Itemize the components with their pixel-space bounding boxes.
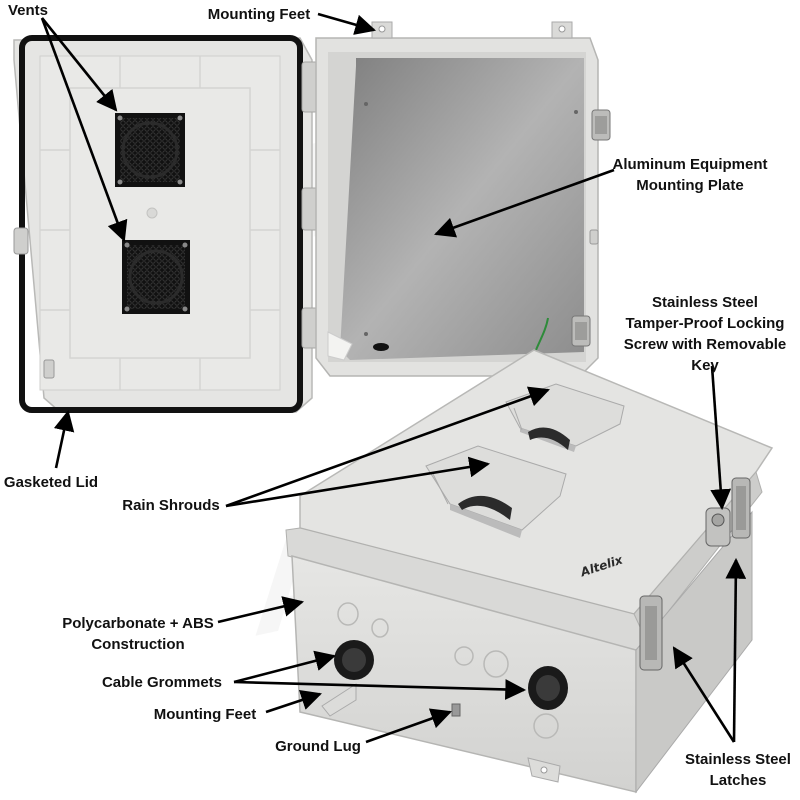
cable-grommet-left xyxy=(334,640,374,680)
open-lid xyxy=(13,35,313,413)
label-locking-screw: Stainless Steel Tamper-Proof Locking Scr… xyxy=(623,294,787,374)
label-aluminum-plate: Aluminum Equipment Mounting Plate xyxy=(612,156,768,194)
label-polycarbonate: Polycarbonate + ABS Construction xyxy=(62,615,214,653)
closed-enclosure xyxy=(285,349,774,794)
cable-grommet-right xyxy=(528,666,568,710)
latch-lower xyxy=(639,595,663,671)
ground-lug xyxy=(451,703,461,717)
latch-upper xyxy=(731,477,751,539)
locking-key xyxy=(705,507,731,547)
vent-fan-lower xyxy=(122,240,190,314)
hinges xyxy=(301,61,319,349)
label-mounting-feet-top: Mounting Feet xyxy=(207,6,311,23)
open-box-body xyxy=(315,21,611,377)
label-cable-grommets: Cable Grommets xyxy=(101,674,223,691)
lid-gasket xyxy=(19,35,303,413)
label-gasketed-lid: Gasketed Lid xyxy=(3,474,99,491)
aluminum-plate xyxy=(340,58,584,360)
label-mounting-feet-bottom: Mounting Feet xyxy=(153,706,257,723)
label-vents: Vents xyxy=(7,2,49,19)
vent-fan-upper xyxy=(115,113,185,187)
label-ground-lug: Ground Lug xyxy=(275,738,361,755)
label-rain-shrouds: Rain Shrouds xyxy=(122,497,220,514)
callout-arrows xyxy=(40,12,747,744)
label-latches: Stainless Steel Latches xyxy=(685,751,791,789)
rain-shroud-front xyxy=(425,445,567,538)
